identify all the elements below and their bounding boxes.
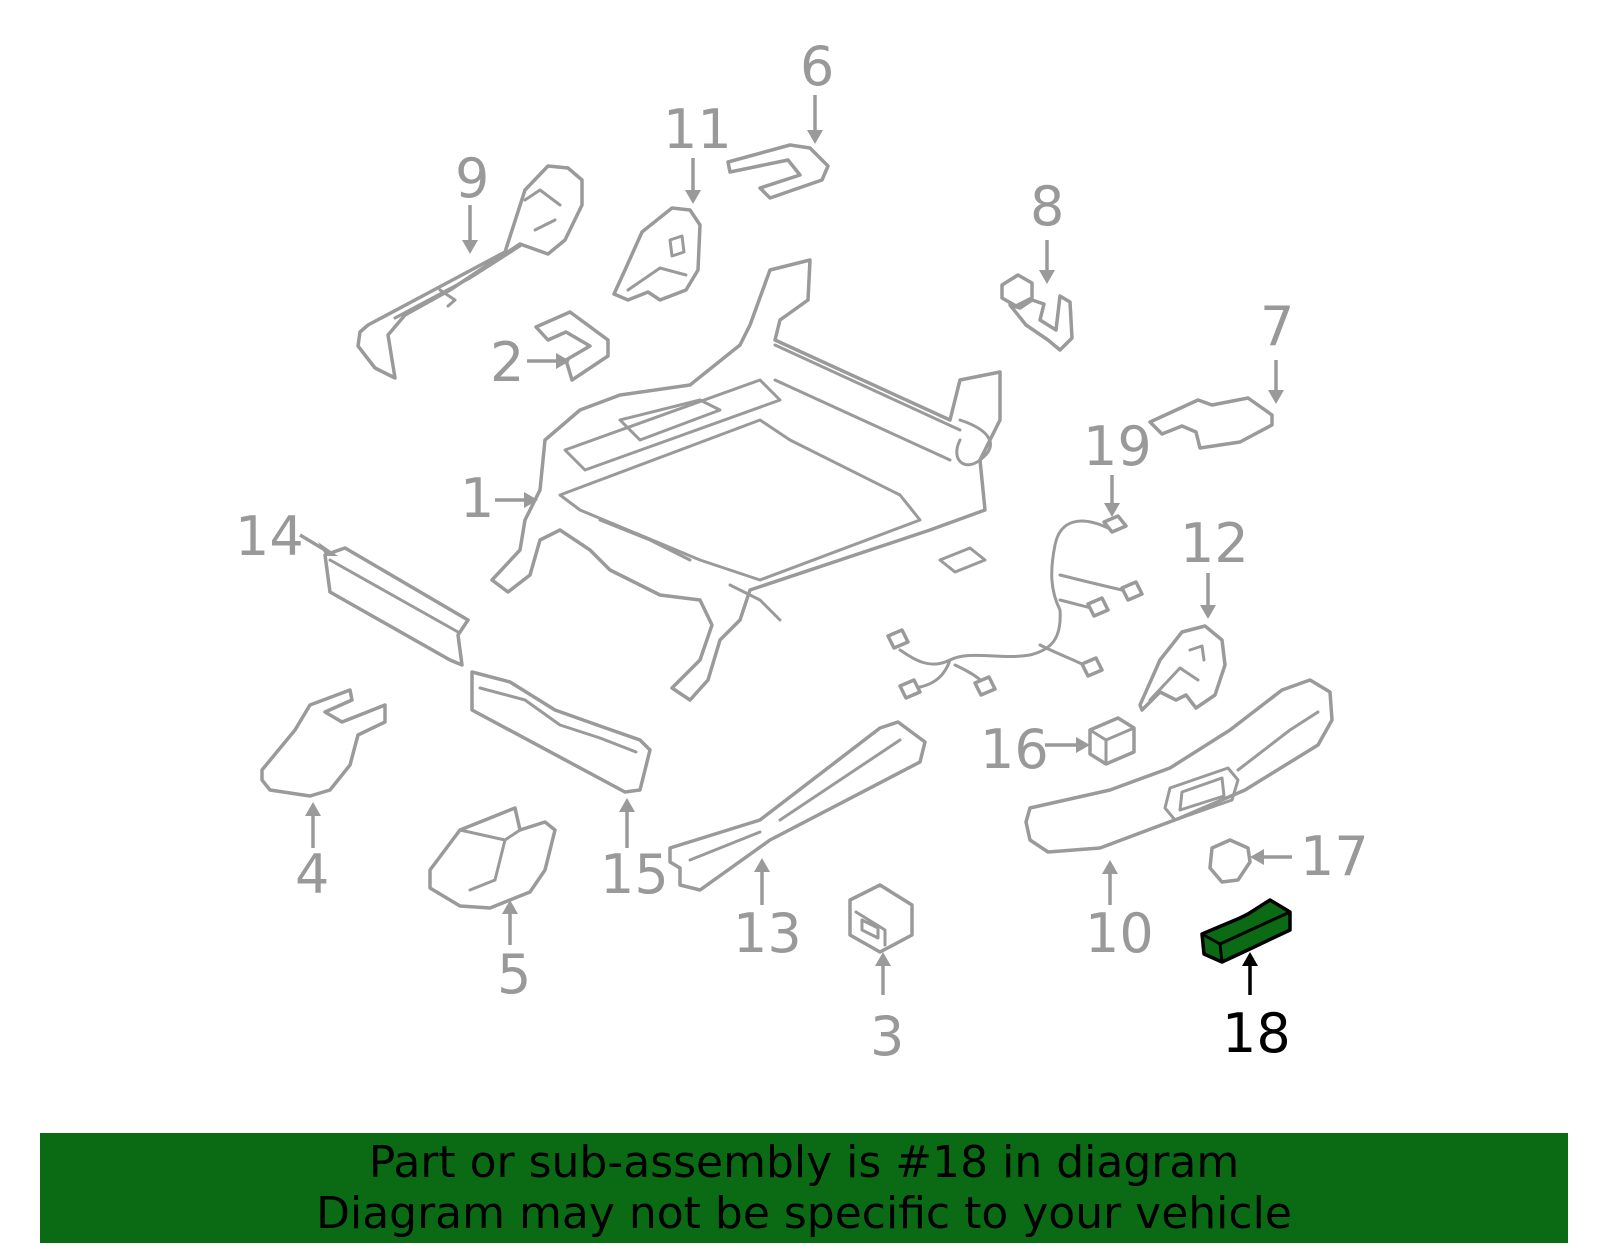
callout-16[interactable]: 16: [980, 718, 1049, 781]
part-14-drawing[interactable]: [323, 546, 470, 667]
callout-11[interactable]: 11: [663, 98, 732, 161]
callout-2[interactable]: 2: [490, 331, 524, 394]
callout-13[interactable]: 13: [733, 902, 802, 965]
callout-9[interactable]: 9: [455, 147, 489, 210]
part-13-drawing[interactable]: [668, 720, 927, 892]
part-4-drawing[interactable]: [260, 688, 387, 798]
part-19-drawing[interactable]: [886, 514, 1144, 700]
part-18-drawing[interactable]: [1200, 898, 1292, 964]
callout-5[interactable]: 5: [497, 943, 531, 1006]
callout-15[interactable]: 15: [600, 843, 669, 906]
callout-6[interactable]: 6: [800, 35, 834, 98]
part-2-drawing[interactable]: [534, 310, 610, 382]
callout-1[interactable]: 1: [460, 467, 494, 530]
callout-14[interactable]: 14: [235, 505, 304, 568]
banner-line-1: Part or sub-assembly is #18 in diagram: [368, 1137, 1240, 1188]
part-12-drawing[interactable]: [1138, 624, 1227, 712]
part-11-drawing[interactable]: [612, 206, 702, 302]
part-8-drawing[interactable]: [1000, 273, 1074, 352]
leader-arrows: [299, 95, 1292, 995]
part-1-drawing[interactable]: [490, 258, 1002, 702]
callout-19[interactable]: 19: [1083, 415, 1152, 478]
part-3-drawing[interactable]: [848, 883, 914, 954]
banner-line-2: Diagram may not be specific to your vehi…: [316, 1188, 1292, 1239]
part-5-drawing[interactable]: [428, 806, 557, 910]
callout-12[interactable]: 12: [1180, 512, 1249, 575]
info-banner: Part or sub-assembly is #18 in diagram D…: [40, 1133, 1568, 1243]
callout-18[interactable]: 18: [1222, 1002, 1291, 1065]
part-16-drawing[interactable]: [1088, 716, 1136, 766]
callout-3[interactable]: 3: [870, 1005, 904, 1068]
callout-8[interactable]: 8: [1030, 175, 1064, 238]
part-6-drawing[interactable]: [726, 143, 830, 200]
callout-7[interactable]: 7: [1260, 295, 1294, 358]
seat-parts-diagram: 1 2 3 4 5 6 7 8 9 10 11 12 13 14 15 16 1…: [235, 35, 1369, 1068]
part-15-drawing[interactable]: [470, 670, 652, 794]
callout-17[interactable]: 17: [1300, 825, 1369, 888]
callout-10[interactable]: 10: [1085, 902, 1154, 965]
callout-labels: 1 2 3 4 5 6 7 8 9 10 11 12 13 14 15 16 1…: [235, 35, 1369, 1068]
callout-4[interactable]: 4: [295, 843, 329, 906]
part-17-drawing[interactable]: [1208, 838, 1252, 884]
part-9-drawing[interactable]: [356, 164, 584, 380]
part-7-drawing[interactable]: [1148, 396, 1274, 450]
part-10-drawing[interactable]: [1024, 678, 1334, 854]
